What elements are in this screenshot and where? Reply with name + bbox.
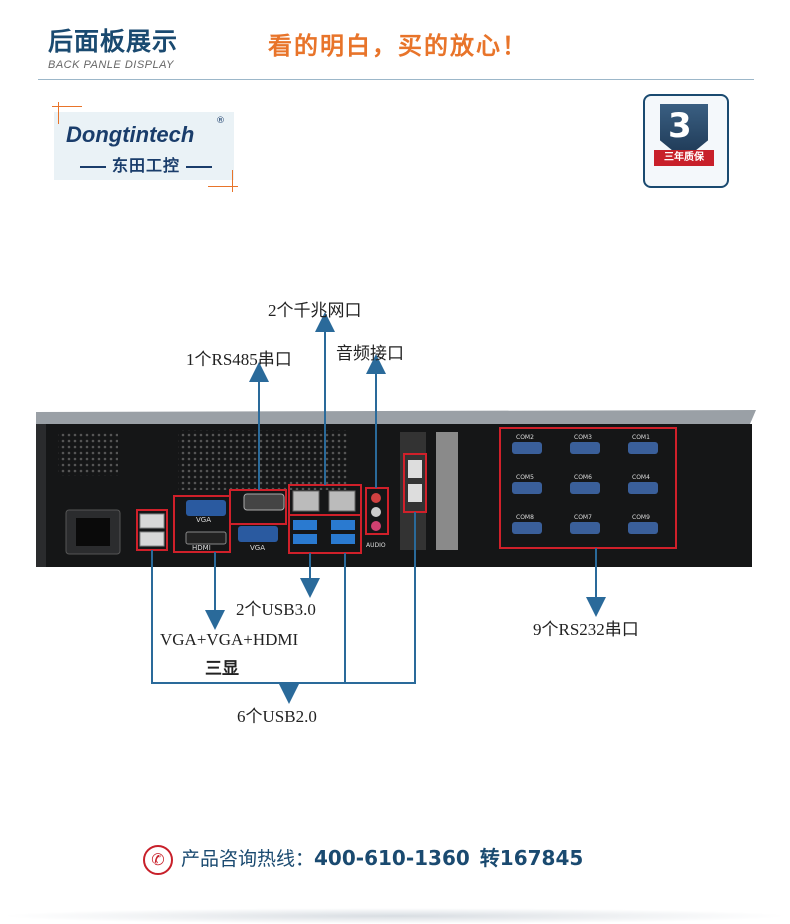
logo-corner-deco [52,106,82,107]
logo-corner-deco [58,102,59,124]
vga-port-label: VGA [250,544,266,552]
com-port-label: COM8 [516,514,534,521]
contact-hotline: ✆ 产品咨询热线：400-610-1360 转167845 [143,842,583,875]
logo-brand-text: Dongtintech [66,122,195,147]
vent-grill [178,430,348,490]
logo-chinese-text: 东田工控 [74,152,218,176]
usb3-port [293,534,317,544]
warranty-years: 3 [668,106,692,146]
com-port-label: COM4 [632,474,650,481]
phone-icon: ✆ [143,844,173,875]
vga-port [238,526,278,542]
usb3-port [331,534,355,544]
vga-port-label: VGA [196,516,212,524]
com-port-grid [512,442,658,534]
display-annotation: VGA+VGA+HDMI [160,630,299,649]
hotline-label: 产品咨询热线： [181,848,315,870]
com-port-label: COM9 [632,514,650,521]
audio-annotation: 音频接口 [336,344,404,363]
usb-port [139,513,165,529]
power-socket-inner [76,518,110,546]
audio-port-label: AUDIO [366,542,386,549]
vga-port [186,500,226,516]
usb-port [408,484,422,502]
rs232-annotation: 9个RS232串口 [533,620,639,639]
chassis-left-edge [36,424,46,567]
audio-jack [371,493,381,503]
lan-port [328,490,356,512]
rs485-port [243,493,285,511]
logo-corner-deco [232,170,233,192]
com-port-label: COM3 [574,434,592,441]
usb-port [408,460,422,478]
chassis-top-edge [36,410,756,426]
expansion-slot [436,432,458,550]
header-divider [38,79,754,80]
page-subtitle: BACK PANLE DISPLAY [48,59,174,71]
usb3-annotation: 2个USB3.0 [236,600,316,619]
page-title: 后面板展示 [48,27,179,56]
vent-grill [58,432,118,476]
com-port-label: COM2 [516,434,534,441]
logo-registered-mark: ® [216,116,225,126]
brand-logo [54,112,234,180]
com-port-label: COM5 [516,474,534,481]
usb-port [139,531,165,547]
hotline-extension: 转167845 [479,846,584,870]
usb3-port [293,520,317,530]
com-port-label: COM7 [574,514,592,521]
audio-jack [371,521,381,531]
hdmi-port [185,531,227,545]
com-port-label: COM1 [632,434,650,441]
lan-annotation: 2个千兆网口 [268,301,362,320]
rs485-annotation: 1个RS485串口 [186,350,292,369]
audio-jack [371,507,381,517]
usb2-annotation: 6个USB2.0 [237,707,317,726]
usb3-port [331,520,355,530]
lan-port [292,490,320,512]
connector-lines [151,312,606,704]
slogan: 看的明白，买的放心！ [268,32,528,60]
footer-shadow [0,908,790,924]
display-annotation-sub: 三显 [205,659,239,678]
com-port-label: COM6 [574,474,592,481]
hdmi-port-label: HDMI [192,544,211,552]
logo-corner-deco [208,186,238,187]
logo-chinese-name: 东田工控 [112,156,181,175]
warranty-ribbon: 三年质保 [654,150,714,166]
hotline-number: 400-610-1360 [314,846,470,870]
